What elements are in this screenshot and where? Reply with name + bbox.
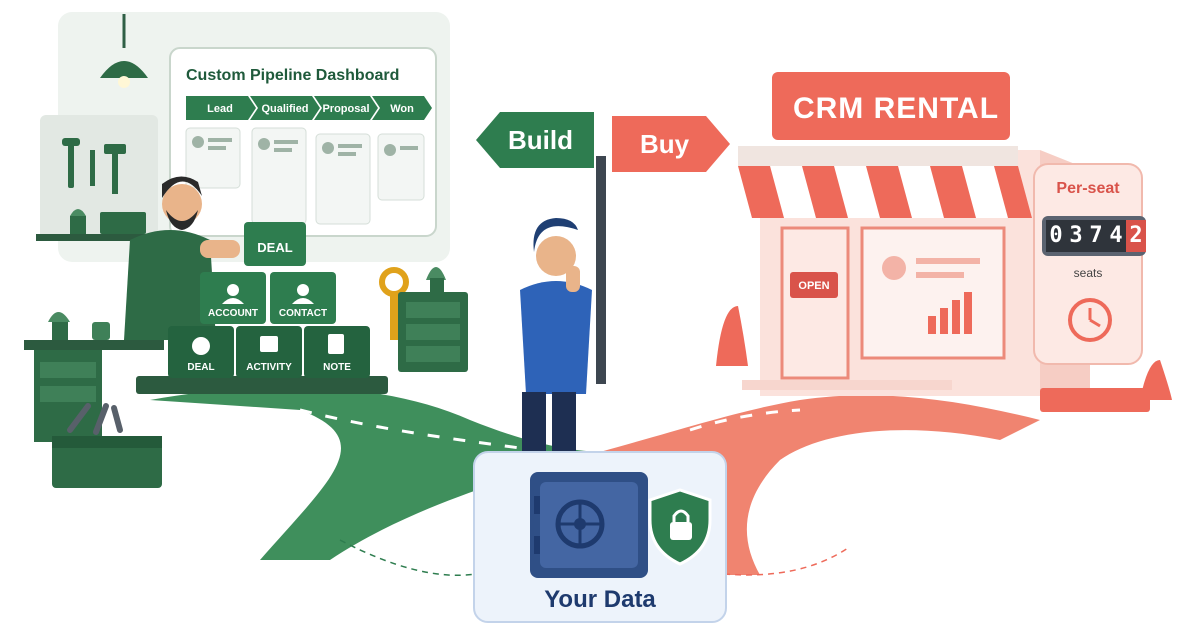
filing-cabinet (398, 267, 468, 372)
stage-won (372, 96, 432, 120)
block-account-label: ACCOUNT (208, 308, 258, 319)
stage-label-won: Won (390, 103, 414, 115)
desk (24, 312, 164, 442)
crm-blocks (168, 222, 370, 378)
awning (738, 166, 1032, 218)
signpost (476, 112, 730, 384)
your-data-card (473, 451, 727, 623)
meter-digit: 4 (1106, 220, 1126, 252)
green-road (150, 386, 600, 560)
block-contact-label: CONTACT (278, 308, 328, 319)
meter-digit: 7 (1086, 220, 1106, 252)
pipeline-dashboard (169, 47, 437, 237)
per-seat-label: Per-seat (1056, 180, 1120, 197)
store-building (716, 72, 1172, 400)
dashboard-title: Custom Pipeline Dashboard (186, 67, 400, 84)
block-activity-label: ACTIVITY (246, 362, 292, 373)
store-banner-label: CRM RENTAL (792, 92, 1000, 125)
buy-sign (612, 116, 730, 172)
buy-sign-label: Buy (640, 129, 690, 159)
block-deal-top (244, 222, 306, 266)
lamp-icon (100, 14, 148, 88)
meter-digit-active: 2 (1126, 220, 1146, 252)
tools-icon (62, 138, 126, 194)
stage-lead (186, 96, 256, 120)
store-window (860, 226, 1006, 360)
stage-label-qualified: Qualified (261, 103, 309, 115)
block-deal-label: DEAL (187, 362, 215, 373)
plant-icon (426, 267, 446, 280)
stage-label-proposal: Proposal (322, 103, 370, 115)
block-note-label: NOTE (323, 362, 351, 373)
open-sign (790, 272, 838, 298)
block-platform (136, 376, 388, 394)
stage-proposal (314, 96, 378, 120)
store-door (780, 226, 850, 380)
build-sign-label: Build (508, 125, 573, 155)
shield-lock-icon (648, 488, 712, 566)
worker-figure (124, 176, 240, 340)
meter-digit: 0 (1046, 220, 1066, 252)
chart-icon (928, 292, 972, 334)
build-sign (476, 112, 594, 168)
bush-left (716, 306, 748, 366)
clock-icon (1068, 298, 1112, 342)
safe-icon (530, 472, 648, 578)
your-data-label: Your Data (544, 586, 656, 613)
stage-label-lead: Lead (207, 103, 233, 115)
shelf (36, 209, 166, 241)
stage-qualified (250, 96, 320, 120)
block-deal-top-label: DEAL (257, 240, 293, 255)
open-sign-label: OPEN (798, 280, 830, 292)
crm-rental-banner (772, 72, 1010, 140)
meter-digit: 3 (1066, 220, 1086, 252)
toolbox (52, 403, 162, 488)
seats-label: seats (1073, 266, 1103, 280)
